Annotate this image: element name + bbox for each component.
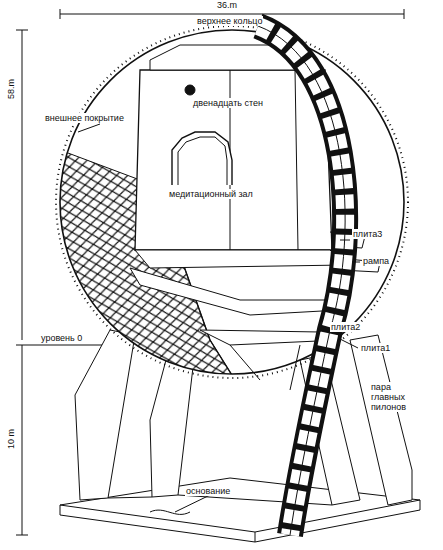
dimension-label: 36.m bbox=[216, 0, 238, 10]
part-label: уровень 0 bbox=[40, 333, 83, 343]
dimension-label: 10 m bbox=[6, 428, 16, 450]
part-label: плита1 bbox=[360, 343, 391, 353]
part-label: пара главных пилонов bbox=[370, 382, 427, 412]
part-label: двенадцать стен bbox=[192, 98, 264, 108]
part-label: внешнее покрытие bbox=[44, 113, 125, 123]
part-label: плита2 bbox=[330, 322, 361, 332]
part-label: верхнее кольцо bbox=[196, 16, 263, 26]
part-label: основание bbox=[185, 486, 231, 496]
part-label: рампа bbox=[362, 256, 390, 266]
dimension-label: 58.m bbox=[6, 78, 16, 100]
part-label: плита3 bbox=[352, 229, 383, 239]
part-label: медитационный зал bbox=[168, 189, 254, 199]
